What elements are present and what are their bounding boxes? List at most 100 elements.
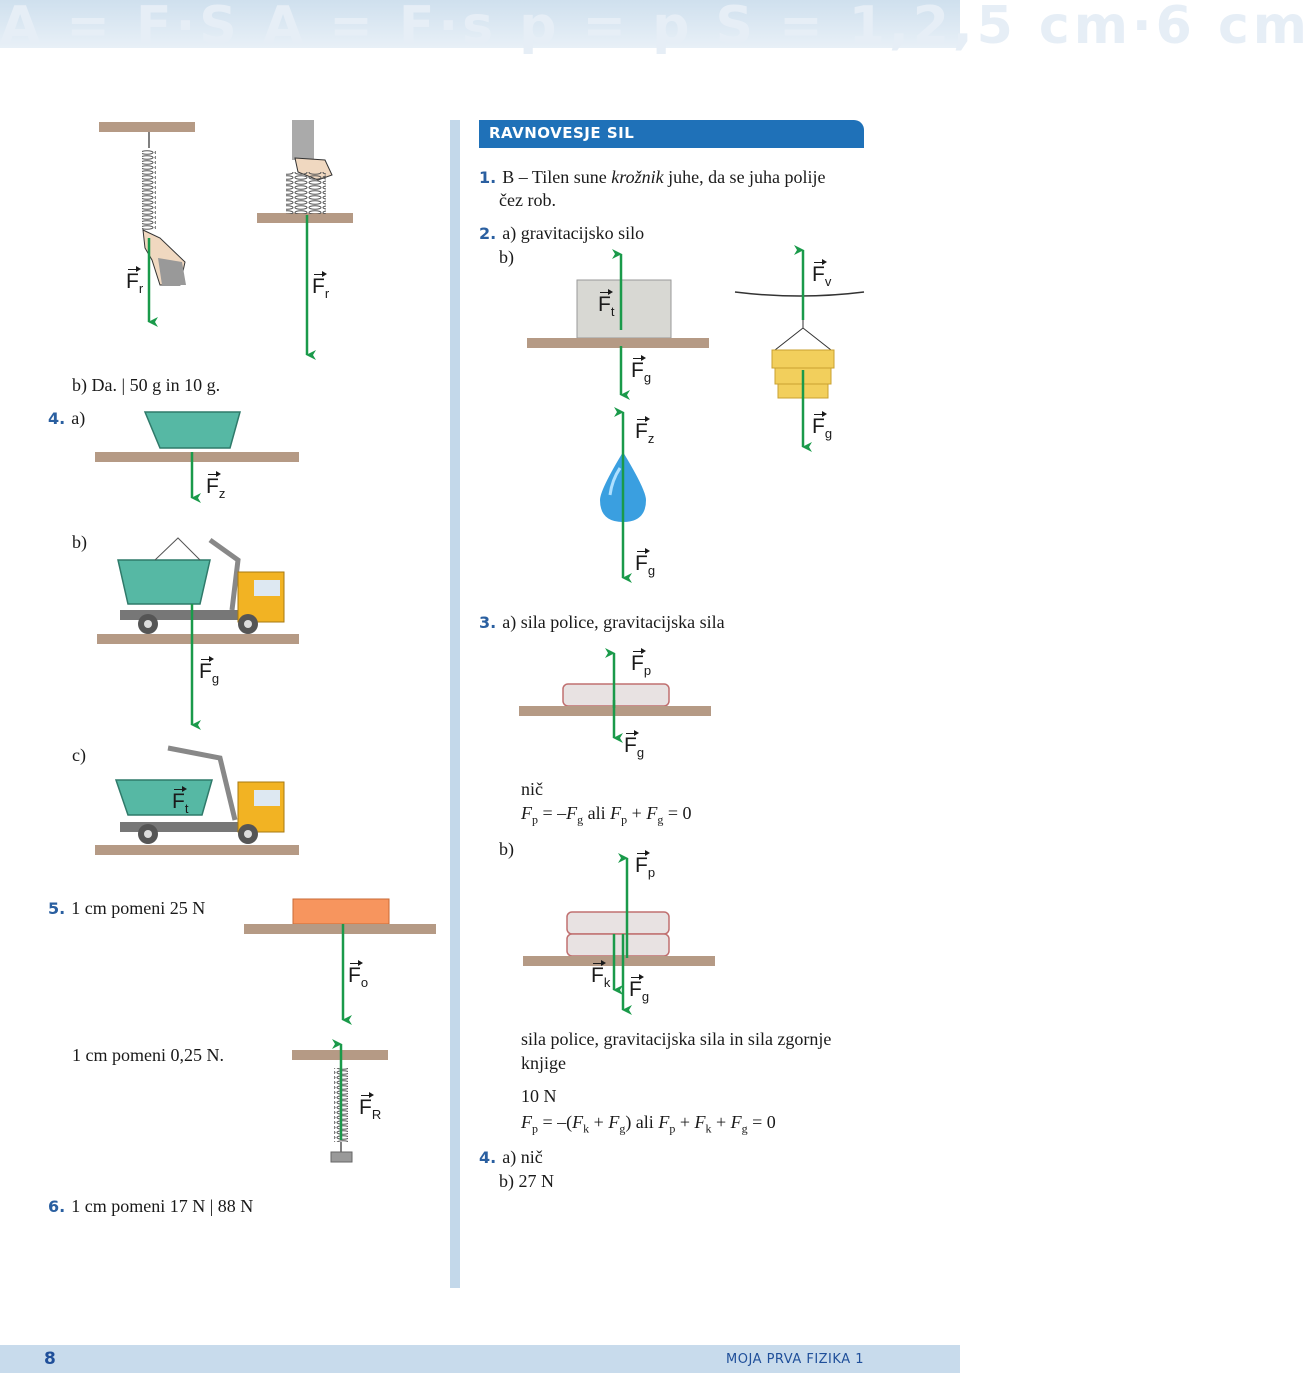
- left-answer-6-text: 1 cm pomeni 17 N | 88 N: [71, 1196, 254, 1216]
- force-subscript: p: [643, 663, 652, 679]
- answer-4b: b) 27 N: [499, 1171, 554, 1191]
- eq-f: F: [730, 1112, 742, 1132]
- spring-hand-figure: [99, 122, 195, 327]
- force-label-k: Fk: [591, 960, 611, 994]
- eq-op: +: [675, 1112, 695, 1132]
- answer-4a: 4. a) nič: [479, 1146, 543, 1169]
- force-symbol: F: [348, 960, 363, 987]
- force-label-v: Fv: [812, 259, 832, 293]
- eq-op: ) ali: [625, 1112, 659, 1132]
- force-subscript: p: [647, 865, 656, 881]
- eq-f: F: [566, 803, 578, 823]
- truck-lifted-figure: [95, 745, 299, 855]
- force-symbol: F: [126, 266, 141, 293]
- eq-f: F: [646, 803, 658, 823]
- eq-f: F: [521, 1112, 532, 1132]
- eq-f: F: [658, 1112, 670, 1132]
- section-title: RAVNOVESJE SIL: [489, 124, 635, 142]
- answer-4-number: 4.: [479, 1148, 497, 1167]
- eq-f: F: [694, 1112, 706, 1132]
- hanging-spring-figure: [292, 1039, 388, 1163]
- force-subscript: z: [647, 431, 655, 447]
- force-subscript: R: [371, 1107, 382, 1123]
- force-label-r1: Fr: [126, 266, 144, 300]
- answer-2b: b): [499, 247, 514, 267]
- eq-sub: p: [669, 1121, 676, 1136]
- force-symbol: F: [631, 648, 646, 675]
- answer-2a: 2.a) gravitacijsko silo: [479, 222, 644, 245]
- answer-4a-text: a) nič: [502, 1147, 543, 1167]
- force-symbol: F: [206, 471, 221, 498]
- force-symbol: F: [635, 416, 650, 443]
- force-symbol: F: [635, 548, 650, 575]
- force-subscript: k: [603, 975, 611, 991]
- left-answer-5-number: 5.: [48, 899, 66, 918]
- force-subscript: g: [824, 426, 833, 442]
- force-symbol: F: [591, 960, 606, 987]
- force-symbol: F: [812, 259, 827, 286]
- answer-1: 1.B – Tilen sune krožnik juhe, da se juh…: [479, 166, 826, 189]
- eq-op: +: [627, 803, 647, 823]
- force-subscript: r: [138, 281, 144, 297]
- left-answer-6: 6. 1 cm pomeni 17 N | 88 N: [48, 1195, 253, 1218]
- answer-3b-nic: nič: [521, 779, 543, 799]
- container-ground-figure: [95, 411, 299, 503]
- eq-f: F: [572, 1112, 584, 1132]
- force-symbol: F: [598, 289, 613, 316]
- force-symbol: F: [629, 974, 644, 1001]
- answer-3c-line1: sila police, gravitacijska sila in sila …: [521, 1029, 832, 1049]
- left-answer-5: 5.1 cm pomeni 25 N: [48, 897, 205, 920]
- eq-f: F: [521, 803, 532, 823]
- eq-sub: k: [705, 1121, 712, 1136]
- left-answer-4a: 4. a): [48, 407, 85, 430]
- orange-block-figure: [244, 898, 436, 1025]
- answer-3c-line2: knjige: [521, 1053, 566, 1073]
- left-answer-5b: 1 cm pomeni 0,25 N.: [72, 1045, 224, 1065]
- answer-1-number: 1.: [479, 168, 497, 187]
- left-answer-4b: b): [72, 532, 87, 552]
- force-symbol: F: [631, 355, 646, 382]
- answer-3b-label: b): [499, 839, 514, 859]
- answer-3c-value: 10 N: [521, 1086, 557, 1106]
- book-shelf-figure: [519, 648, 711, 743]
- force-subscript: t: [610, 304, 615, 320]
- force-label-z2: Fz: [635, 416, 655, 450]
- left-answer-4-number: 4.: [48, 409, 66, 428]
- eq-sub: p: [621, 812, 628, 827]
- force-label-t1: Ft: [598, 289, 615, 323]
- force-label-g2: Fg: [812, 411, 833, 445]
- illustrations: [95, 120, 865, 1163]
- two-books-figure: [523, 853, 715, 1015]
- eq-sub: g: [577, 812, 584, 827]
- spring-press-figure: [257, 120, 353, 360]
- box-on-table-figure: [527, 249, 709, 400]
- force-subscript: g: [643, 370, 652, 386]
- top-banner: A = F·S A = F·s p = p S = 1,2,5 cm·6 cm: [0, 0, 1307, 56]
- force-label-g1: Fg: [631, 355, 652, 389]
- page-footer: 8 MOJA PRVA FIZIKA 1: [0, 1345, 960, 1373]
- force-label-g6: Fg: [629, 974, 650, 1008]
- truck-lift-figure: [97, 537, 299, 730]
- force-symbol: F: [199, 656, 214, 683]
- eq-op: +: [711, 1112, 731, 1132]
- force-label-o: Fo: [348, 960, 368, 994]
- answer-1-emphasis: krožnik: [611, 167, 664, 187]
- force-symbol: F: [172, 786, 187, 813]
- eq-op: = –(: [538, 1112, 573, 1132]
- force-subscript: g: [641, 989, 650, 1005]
- eq-op: = 0: [663, 803, 692, 823]
- force-label-g4: Fg: [199, 656, 219, 690]
- answer-1-text: B – Tilen sune: [502, 167, 612, 187]
- force-label-t2: Ft: [172, 786, 188, 820]
- left-answer-4a-label: a): [71, 408, 86, 428]
- force-subscript: v: [824, 274, 832, 290]
- eq-f: F: [610, 803, 622, 823]
- hanging-lamp-figure: [734, 245, 865, 452]
- force-symbol: F: [635, 850, 650, 877]
- left-answer-6-number: 6.: [48, 1197, 66, 1216]
- force-symbol: F: [359, 1092, 374, 1119]
- force-subscript: g: [647, 563, 656, 579]
- answer-3a-text: a) sila police, gravitacijska sila: [502, 612, 725, 632]
- force-label-p1: Fp: [631, 648, 652, 682]
- force-label-p2: Fp: [635, 850, 656, 884]
